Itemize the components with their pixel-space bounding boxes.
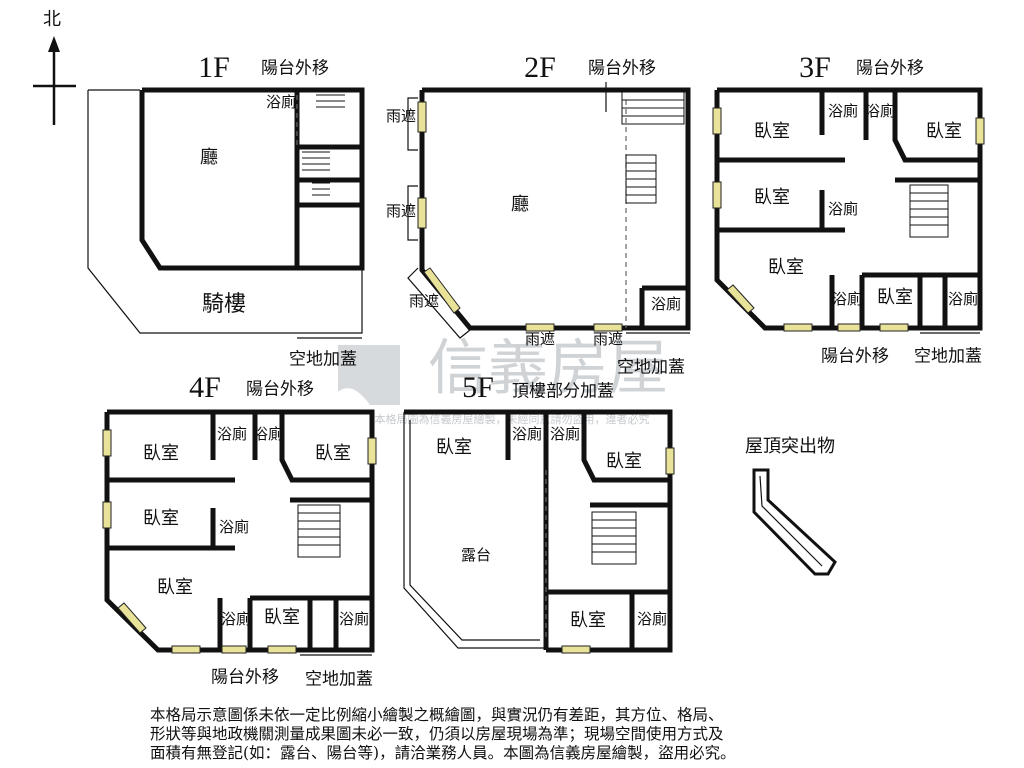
floor-4f-bed-3: 臥室 (143, 508, 179, 529)
floor-5f-label: 5F (462, 371, 494, 404)
floor-4f-bed-1: 臥室 (143, 443, 179, 464)
floor-4f-bath-3: 浴廁 (219, 518, 249, 536)
floor-3f: 3F 陽台外移 臥室 臥室 臥室 臥室 臥室 浴廁 浴廁 浴廁 浴廁 浴廁 陽台… (712, 51, 985, 367)
floor-3f-bed-5: 臥室 (877, 287, 913, 308)
floor-5f-bath-1: 浴廁 (512, 425, 542, 443)
floor-2f-canopy-5: 雨遮 (593, 330, 623, 348)
floor-3f-bed-2: 臥室 (926, 121, 962, 142)
floor-3f-bath-1: 浴廁 (828, 102, 858, 120)
floor-2f-canopy-2: 雨遮 (386, 202, 416, 220)
floor-3f-balcony-bottom-note: 陽台外移 (821, 347, 889, 367)
floor-2f-canopy-3: 雨遮 (409, 292, 439, 310)
floor-1f-hall: 廳 (200, 147, 218, 168)
floor-3f-bed-3: 臥室 (754, 187, 790, 208)
floor-4f-bath-4: 浴廁 (221, 610, 251, 628)
floor-4f-yard-note: 空地加蓋 (305, 670, 373, 690)
watermark-fine-print: 本格局圖為信義房屋繪製，未經同意請勿盜用，違者必究 (375, 412, 650, 426)
floor-4f-stairs (297, 504, 341, 558)
floor-4f-bath-1: 浴廁 (217, 425, 247, 443)
floor-4f-balcony-top-note: 陽台外移 (246, 380, 314, 400)
floor-2f-canopy-1: 雨遮 (386, 107, 416, 125)
floor-3f-bath-2: 浴廁 (865, 102, 895, 120)
floor-1f-yard-note: 空地加蓋 (289, 350, 357, 370)
floor-1f: 1F 陽台外移 廳 浴廁 騎樓 空地加蓋 (87, 51, 365, 370)
floor-4f-bath-2: 浴廁 (253, 425, 283, 443)
floor-2f-canopy-4: 雨遮 (525, 330, 555, 348)
floor-3f-bath-3: 浴廁 (828, 200, 858, 218)
north-compass: 北 (33, 9, 76, 125)
floor-3f-bath-4: 浴廁 (832, 290, 862, 308)
floor-2f-yard-note: 空地加蓋 (617, 358, 685, 378)
floor-1f-bath: 浴廁 (266, 93, 296, 111)
floor-4f: 4F 陽台外移 臥室 臥室 臥室 臥室 臥室 浴廁 浴廁 浴廁 浴廁 浴廁 陽台… (102, 371, 377, 690)
watermark-logo (338, 345, 400, 405)
floor-5f-bath-3: 浴廁 (637, 610, 667, 628)
floor-2f-bath: 浴廁 (651, 295, 681, 313)
floor-5f: 5F 頂樓部分加蓋 臥室 臥室 臥室 浴廁 浴廁 浴廁 露台 (403, 371, 675, 654)
floor-3f-balcony-top-note: 陽台外移 (856, 59, 924, 79)
floor-3f-stairs (909, 184, 949, 238)
floor-5f-bed-2: 臥室 (606, 451, 642, 472)
floor-5f-bed-1: 臥室 (436, 437, 472, 458)
floor-4f-balcony-bottom-note: 陽台外移 (211, 668, 279, 688)
floor-2f: 2F 陽台外移 廳 浴廁 雨遮 雨遮 雨遮 雨遮 雨遮 空地加蓋 (386, 51, 691, 378)
floor-2f-hall: 廳 (511, 194, 529, 215)
floor-1f-arcade: 騎樓 (202, 292, 246, 317)
compass-arrow-icon (48, 36, 60, 52)
watermark-brand: 信義房屋 (428, 334, 668, 404)
floor-4f-bath-5: 浴廁 (339, 610, 369, 628)
floor-4f-bed-2: 臥室 (315, 443, 351, 464)
floor-3f-bath-5: 浴廁 (948, 290, 978, 308)
floor-1f-balcony-note: 陽台外移 (261, 59, 329, 79)
roof-structure-label: 屋頂突出物 (745, 436, 835, 457)
compass-north-label: 北 (43, 9, 61, 30)
floor-3f-yard-note: 空地加蓋 (914, 347, 982, 367)
floor-3f-label: 3F (799, 51, 831, 84)
floor-5f-stairs (591, 511, 637, 565)
floor-5f-title-note: 頂樓部分加蓋 (512, 382, 614, 402)
floor-5f-bed-3: 臥室 (570, 610, 606, 631)
floor-1f-stairs (302, 94, 345, 196)
floor-2f-stairs (621, 91, 685, 204)
floor-4f-bed-4: 臥室 (157, 577, 193, 598)
floor-1f-label: 1F (198, 51, 230, 84)
floor-2f-balcony-note: 陽台外移 (588, 59, 656, 79)
floor-4f-label: 4F (189, 371, 221, 404)
floor-3f-bed-4: 臥室 (768, 257, 804, 278)
floor-5f-terrace: 露台 (461, 546, 491, 564)
disclaimer-text: 本格局示意圖係未依一定比例縮小繪製之概繪圖，與實況仍有差距，其方位、格局、 形狀… (150, 706, 736, 762)
floor-4f-bed-5: 臥室 (264, 607, 300, 628)
watermark: 信義房屋 本格局圖為信義房屋繪製，未經同意請勿盜用，違者必究 (338, 334, 668, 426)
floor-2f-label: 2F (524, 51, 556, 84)
roof-structure: 屋頂突出物 (745, 436, 837, 576)
floor-3f-bed-1: 臥室 (754, 121, 790, 142)
floor-5f-bath-2: 浴廁 (550, 425, 580, 443)
